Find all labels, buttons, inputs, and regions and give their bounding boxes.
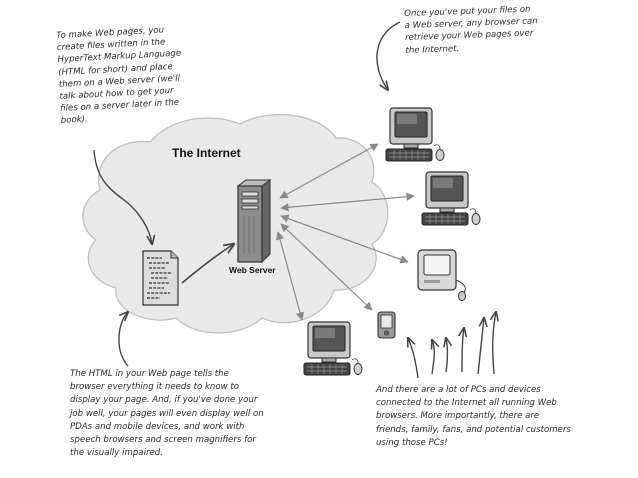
cloud-title: The Internet	[172, 146, 241, 160]
desktop-computer-icon	[421, 171, 481, 226]
note-browsers: Once you've put your files on a Web serv…	[404, 3, 539, 56]
server-to-device-arrows	[275, 143, 415, 321]
html-document-icon	[142, 250, 179, 306]
note-line: The HTML in your Web page tells the	[70, 369, 229, 379]
note-line: the visually impaired.	[70, 448, 163, 459]
note-line: PDAs and mobile devices, and work with	[70, 421, 245, 432]
note-line: using those PCs!	[376, 437, 448, 448]
desktop-computer-icon	[303, 321, 363, 376]
desktop-computer-icon	[417, 249, 466, 301]
server-tower-icon	[236, 179, 272, 264]
note-line: friends, family, fans, and potential cus…	[376, 424, 571, 435]
pda-icon	[377, 311, 396, 339]
arrow-doc-to-server	[181, 244, 234, 284]
note-line: connected to the Internet all running We…	[376, 398, 557, 409]
note-devices: And there are a lot of PCs and devices c…	[376, 384, 571, 450]
note-authoring: To make Web pages, you create files writ…	[56, 24, 185, 128]
note-line: browser everything it needs to know to	[70, 382, 240, 393]
note-line: job well, your pages will even display w…	[70, 408, 264, 419]
server-label: Web Server	[229, 265, 276, 275]
note-line: And there are a lot of PCs and devices	[376, 385, 541, 395]
desktop-computer-icon	[385, 107, 445, 162]
annotation-arrows	[93, 21, 496, 379]
note-html-tells: The HTML in your Web page tells the brow…	[70, 368, 264, 460]
note-line: display your page. And, if you've done y…	[70, 395, 258, 406]
note-line: speech browsers and screen magnifiers fo…	[70, 435, 256, 446]
note-line: browsers. More importantly, there are	[376, 411, 540, 422]
